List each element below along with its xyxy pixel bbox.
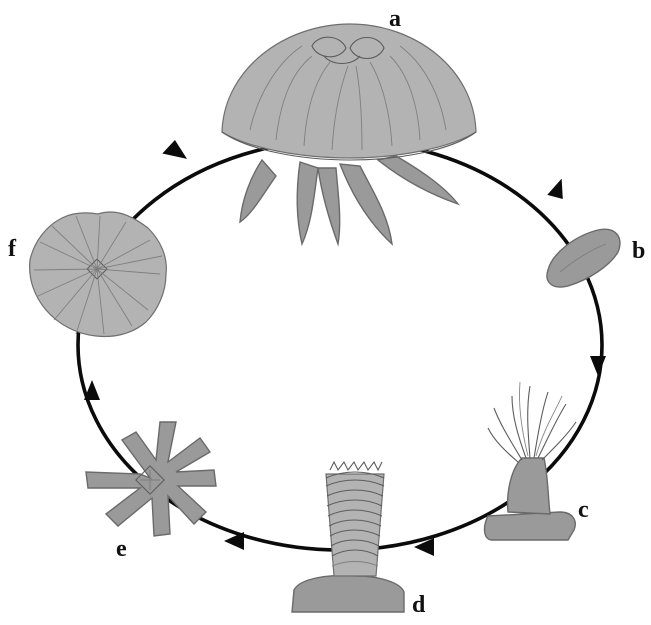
stage-label-a: a [389,6,401,32]
arrowhead-f-to-a [161,139,187,161]
stage-label-b: b [632,238,645,264]
arrowhead-b-to-c [590,356,606,376]
stage-label-f: f [8,236,17,262]
stage-label-d: d [412,592,426,618]
stage-f-young-medusa [30,212,167,337]
arrowhead-a-to-b [547,177,566,199]
stage-b-planula [547,229,620,287]
stage-c-polyp [485,382,576,540]
stage-label-e: e [116,536,127,562]
stage-a-medusa [222,24,476,244]
stage-d-strobila [292,462,404,612]
stage-label-c: c [578,497,589,523]
arrowhead-d-to-e [224,532,244,550]
arrowhead-e-to-f [84,380,100,400]
